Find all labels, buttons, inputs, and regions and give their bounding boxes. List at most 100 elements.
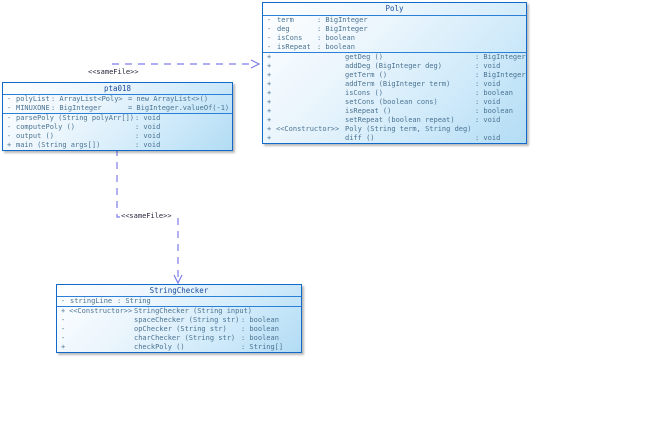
member-row: -deg : BigInteger bbox=[263, 25, 526, 34]
methods-compartment: + <<Constructor>>StringChecker (String in… bbox=[57, 307, 301, 352]
member-row: -term: BigInteger bbox=[263, 16, 526, 25]
member-row: + isRepeat () : boolean bbox=[263, 107, 526, 116]
member-type: : boolean bbox=[317, 43, 355, 51]
member-sign: - bbox=[267, 16, 272, 24]
member-type: : String bbox=[117, 297, 151, 305]
member-sign: - bbox=[7, 114, 12, 122]
member-type: : boolean bbox=[241, 325, 279, 333]
member-sign: - bbox=[7, 123, 12, 131]
class-title: pta018 bbox=[3, 83, 232, 95]
member-row: +getTerm (): BigInteger bbox=[263, 71, 526, 80]
member-name: opChecker (String str) bbox=[134, 325, 227, 333]
member-type: : void bbox=[475, 116, 501, 124]
member-sign: + bbox=[267, 71, 272, 79]
member-type: : boolean bbox=[475, 107, 513, 115]
fields-compartment: -polyList: ArrayList<Poly>= new ArrayLis… bbox=[3, 95, 232, 114]
member-type: : ArrayList<Poly> bbox=[51, 95, 123, 103]
member-type: : boolean bbox=[241, 316, 279, 324]
member-type: : BigInteger bbox=[51, 104, 102, 112]
fields-compartment: -term: BigInteger-deg: BigInteger-isCons… bbox=[263, 16, 526, 53]
member-name: main (String args[]) bbox=[16, 141, 101, 149]
member-name: Poly (String term, String deg) bbox=[345, 125, 472, 133]
member-name: stringLine bbox=[70, 297, 113, 305]
member-type: : void bbox=[475, 80, 501, 88]
member-name: addDeg (BigInteger deg) bbox=[345, 62, 442, 70]
member-stereotype: <<Constructor>> bbox=[69, 307, 133, 315]
member-row: -isCons : boolean bbox=[263, 34, 526, 43]
member-row: -stringLine: String bbox=[57, 297, 301, 306]
member-sign: - bbox=[267, 34, 272, 42]
member-name: isRepeat () bbox=[345, 107, 392, 115]
member-row: +main (String args[]): void bbox=[3, 141, 232, 150]
arrowhead-down-icon bbox=[173, 274, 183, 285]
member-name: checkPoly () bbox=[134, 343, 185, 351]
member-sign: - bbox=[7, 95, 12, 103]
member-sign: - bbox=[61, 316, 66, 324]
member-type: : BigInteger bbox=[317, 16, 368, 24]
member-row: -isRepeat: boolean bbox=[263, 43, 526, 52]
member-name: getTerm () bbox=[345, 71, 388, 79]
member-sign: + bbox=[267, 134, 272, 142]
member-name: isCons bbox=[277, 34, 303, 42]
member-name: output () bbox=[16, 132, 54, 140]
member-row: -MINUXONE: BigInteger = BigInteger.valueO… bbox=[3, 104, 232, 113]
member-sign: + bbox=[267, 107, 272, 115]
member-type: : String[] bbox=[241, 343, 284, 351]
member-value: = new ArrayList<>() bbox=[128, 95, 209, 103]
member-name: setCons (boolean cons) bbox=[345, 98, 438, 106]
member-row: + addTerm (BigInteger term) : void bbox=[263, 80, 526, 89]
member-sign: + bbox=[267, 116, 272, 124]
member-name: StringChecker (String input) bbox=[134, 307, 253, 315]
member-name: isRepeat bbox=[277, 43, 311, 51]
member-name: charChecker (String str) bbox=[134, 334, 236, 342]
member-row: -parsePoly (String polyArr[]): void bbox=[3, 114, 232, 123]
member-type: : void bbox=[135, 114, 161, 122]
methods-compartment: +getDeg (): BigInteger+addDeg (BigIntege… bbox=[263, 53, 526, 143]
class-title: Poly bbox=[263, 3, 526, 16]
member-name: spaceChecker (String str) bbox=[134, 316, 240, 324]
member-row: +getDeg (): BigInteger bbox=[263, 53, 526, 62]
member-sign: - bbox=[7, 132, 12, 140]
member-row: + checkPoly () : String[] bbox=[57, 343, 301, 352]
member-row: + <<Constructor>> Poly (String term, Strin… bbox=[263, 125, 526, 134]
methods-compartment: -parsePoly (String polyArr[]): void-comp… bbox=[3, 114, 232, 150]
member-name: MINUXONE bbox=[16, 104, 50, 112]
member-sign: + bbox=[267, 125, 272, 133]
member-sign: - bbox=[61, 325, 66, 333]
member-row: +addDeg (BigInteger deg): void bbox=[263, 62, 526, 71]
member-name: addTerm (BigInteger term) bbox=[345, 80, 451, 88]
member-type: : boolean bbox=[317, 34, 355, 42]
member-value: = BigInteger.valueOf(-1) bbox=[128, 104, 230, 112]
class-box-poly[interactable]: Poly -term: BigInteger-deg: BigInteger-i… bbox=[262, 2, 527, 144]
member-type: : void bbox=[135, 141, 161, 149]
member-row: + isCons () : boolean bbox=[263, 89, 526, 98]
member-row: -computePoly (): void bbox=[3, 123, 232, 132]
member-row: +diff (): void bbox=[263, 134, 526, 143]
class-box-pta018[interactable]: pta018 -polyList: ArrayList<Poly>= new A… bbox=[2, 82, 233, 151]
member-name: deg bbox=[277, 25, 290, 33]
member-row: - charChecker (String str) : boolean bbox=[57, 334, 301, 343]
member-name: isCons () bbox=[345, 89, 383, 97]
member-sign: - bbox=[7, 104, 12, 112]
member-sign: + bbox=[267, 80, 272, 88]
class-box-stringchecker[interactable]: StringChecker -stringLine: String +<<Con… bbox=[56, 284, 302, 353]
member-sign: - bbox=[267, 25, 272, 33]
member-type: : boolean bbox=[475, 89, 513, 97]
member-stereotype: <<Constructor>> bbox=[276, 125, 340, 133]
member-type: : boolean bbox=[241, 334, 279, 342]
member-row: +setCons (boolean cons): void bbox=[263, 98, 526, 107]
member-type: : void bbox=[475, 98, 501, 106]
member-type: : BigInteger bbox=[317, 25, 368, 33]
member-type: : void bbox=[475, 134, 501, 142]
member-row: +<<Constructor>>StringChecker (String in… bbox=[57, 307, 301, 316]
member-sign: - bbox=[61, 334, 66, 342]
stereotype-label-samefile-bottom: <<sameFile>> bbox=[120, 212, 173, 221]
member-type: : void bbox=[475, 62, 501, 70]
member-sign: + bbox=[61, 343, 66, 351]
member-row: -output (): void bbox=[3, 132, 232, 141]
member-sign: + bbox=[267, 53, 272, 61]
member-sign: + bbox=[267, 89, 272, 97]
member-row: - opChecker (String str) : boolean bbox=[57, 325, 301, 334]
member-type: : BigInteger bbox=[475, 53, 526, 61]
